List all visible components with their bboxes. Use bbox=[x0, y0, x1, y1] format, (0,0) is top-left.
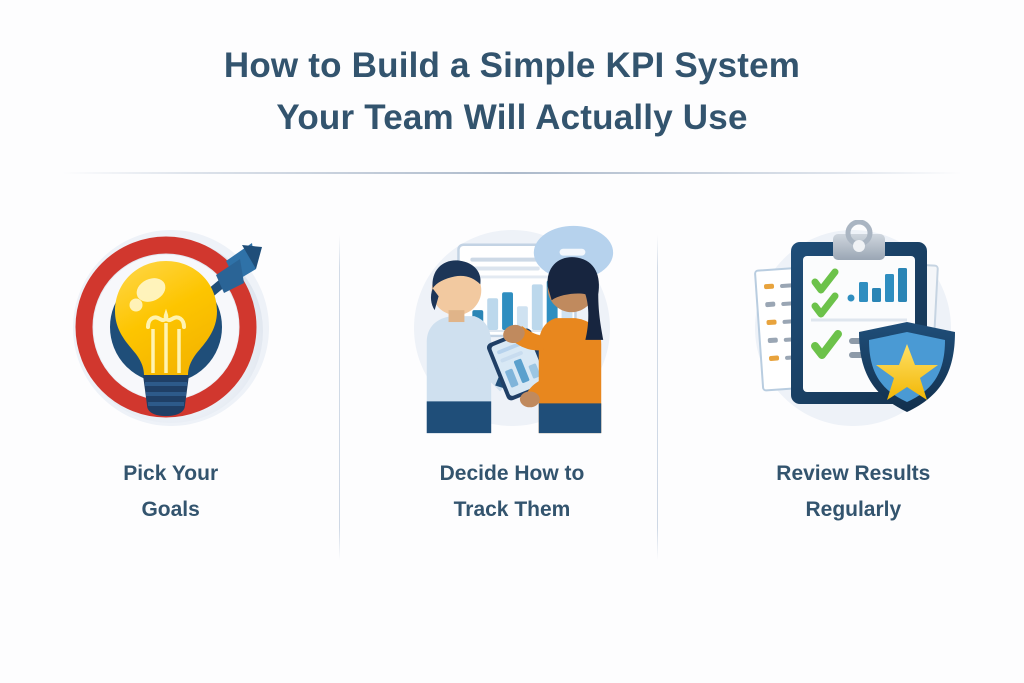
step-2-caption-line-1: Decide How to bbox=[439, 462, 585, 485]
step-1-caption-line-2: Goals bbox=[141, 498, 200, 521]
step-3-caption-line-2: Regularly bbox=[805, 498, 902, 521]
column-divider-2 bbox=[657, 235, 658, 560]
clipboard-row-1 bbox=[811, 268, 907, 302]
step-3-caption: Review Results Regularly bbox=[776, 456, 930, 528]
title-line-1: How to Build a Simple KPI System bbox=[223, 46, 801, 85]
star-icon bbox=[875, 344, 938, 400]
step-2-caption: Decide How to Track Them bbox=[440, 456, 585, 528]
column-divider-1 bbox=[339, 235, 340, 560]
step-2-icon-wrap bbox=[397, 215, 627, 440]
page-title: How to Build a Simple KPI System Your Te… bbox=[0, 40, 1024, 144]
step-3-caption-line-1: Review Results bbox=[776, 462, 931, 485]
step-1-icon-wrap bbox=[56, 215, 286, 440]
person-left bbox=[426, 259, 522, 433]
title-divider bbox=[62, 172, 962, 174]
steps-row: Pick Your Goals bbox=[0, 215, 1024, 575]
target-lightbulb-icon bbox=[75, 236, 263, 423]
clipboard-shield-star-icon bbox=[753, 220, 955, 412]
title-line-2: Your Team Will Actually Use bbox=[276, 98, 748, 137]
step-1-caption-line-1: Pick Your bbox=[123, 462, 219, 485]
clipboard-row-2 bbox=[811, 292, 839, 318]
step-3-icon-wrap bbox=[738, 215, 968, 440]
person-right bbox=[503, 256, 604, 433]
step-2-caption-line-2: Track Them bbox=[453, 498, 571, 521]
step-1-caption: Pick Your Goals bbox=[123, 456, 218, 528]
step-card-2: Decide How to Track Them bbox=[341, 215, 682, 575]
team-discussion-chart-icon bbox=[426, 225, 614, 433]
shield-badge bbox=[858, 322, 955, 412]
step-card-3: Review Results Regularly bbox=[683, 215, 1024, 575]
step-card-1: Pick Your Goals bbox=[0, 215, 341, 575]
